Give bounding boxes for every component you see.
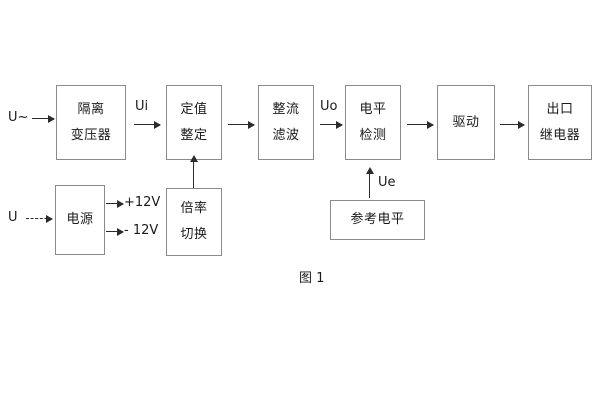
- block-setting-adjust: 定值 整定: [166, 85, 222, 160]
- signal-label-uo: Uo: [320, 99, 338, 114]
- block-multiplier-switch: 倍率 切换: [166, 188, 222, 256]
- block-drive-line1: 驱动: [452, 114, 480, 130]
- block-level-detect-line1: 电平: [359, 101, 387, 117]
- block-multiplier-switch-line1: 倍率: [180, 201, 208, 216]
- arrow-ui: [134, 120, 161, 129]
- signal-label-ui: Ui: [135, 99, 149, 114]
- block-isolation-transformer: 隔离 变压器: [56, 85, 126, 160]
- label-plus12v: +12V: [124, 195, 161, 210]
- arrow-drive-to-relay: [500, 120, 525, 129]
- arrow-ue: [365, 167, 374, 198]
- arrow-multiplier-to-setting: [189, 155, 198, 188]
- block-output-relay-line1: 出口: [546, 101, 574, 117]
- signal-label-ue: Ue: [378, 175, 396, 190]
- arrow-plus12v: [106, 199, 124, 208]
- block-rectify-filter: 整流 滤波: [258, 85, 314, 160]
- block-rectify-filter-line1: 整流: [272, 101, 300, 117]
- arrow-setting-to-rectify: [228, 120, 255, 129]
- block-reference-level-line1: 参考电平: [350, 212, 405, 227]
- input-label-ac: U~: [8, 110, 29, 125]
- block-reference-level: 参考电平: [330, 200, 425, 240]
- block-output-relay: 出口 继电器: [528, 85, 592, 160]
- figure-caption: 图 1: [299, 271, 325, 286]
- block-multiplier-switch-line2: 切换: [180, 227, 208, 242]
- arrow-level-to-drive: [407, 120, 434, 129]
- label-minus12v: - 12V: [124, 223, 159, 238]
- arrow-uo: [320, 120, 343, 129]
- arrow-minus12v: [106, 227, 124, 236]
- input-label-dc: U: [8, 210, 18, 225]
- block-drive: 驱动: [437, 85, 495, 160]
- block-setting-adjust-line2: 整定: [180, 127, 208, 143]
- block-isolation-transformer-line1: 隔离: [77, 101, 105, 117]
- arrow-ac-input: [32, 114, 55, 123]
- block-output-relay-line2: 继电器: [539, 127, 581, 143]
- arrow-dc-input: [26, 215, 53, 223]
- block-level-detect-line2: 检测: [359, 127, 387, 143]
- block-power-supply: 电源: [55, 185, 105, 255]
- block-level-detect: 电平 检测: [345, 85, 401, 160]
- block-setting-adjust-line1: 定值: [180, 101, 208, 117]
- block-power-supply-line1: 电源: [66, 212, 94, 227]
- block-isolation-transformer-line2: 变压器: [70, 127, 112, 143]
- block-rectify-filter-line2: 滤波: [272, 127, 300, 143]
